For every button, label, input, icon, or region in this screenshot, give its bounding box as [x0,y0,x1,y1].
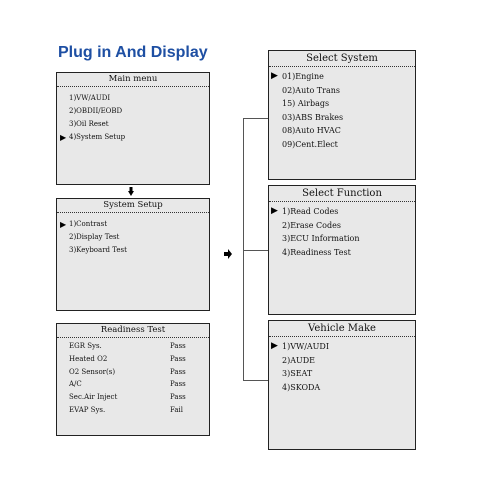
system-setup-item-keyboard-test[interactable]: 3)Keyboard Test [69,246,127,254]
readiness-test-title: Readiness Test [57,324,209,338]
select-function-item-ecu-information[interactable]: 3)ECU Information [282,234,360,243]
down-arrow-icon [128,187,134,196]
selection-arrow-icon: ▶ [60,220,67,229]
select-system-item-engine[interactable]: ▶01)Engine [271,70,415,84]
selection-arrow-icon: ▶ [271,71,278,81]
main-menu-item-oil-reset[interactable]: 3)Oil Reset [69,120,109,128]
page-heading: Plug in And Display [58,44,208,61]
bracket-connector-bottom [243,380,268,381]
readiness-row-egr: EGR Sys.Pass [69,342,186,350]
system-setup-screen: System Setup ▶1)Contrast 2)Display Test … [56,198,210,311]
bracket-connector-middle [243,250,268,251]
bracket-connector-top [243,118,268,119]
select-system-item-cent-elect[interactable]: 09)Cent.Elect [282,139,338,149]
main-menu-screen: Main menu 1)VW/AUDI 2)OBDII/EOBD 3)Oil R… [56,72,210,185]
main-menu-title: Main menu [57,73,209,87]
main-menu-item-system-setup[interactable]: ▶4)System Setup [60,133,126,142]
select-function-screen: Select Function ▶1)Read Codes 2)Erase Co… [268,185,416,315]
readiness-row-evap: EVAP Sys.Fail [69,405,184,414]
select-function-item-readiness-test[interactable]: 4)Readiness Test [282,247,351,257]
bracket-connector-vertical [243,118,244,380]
select-system-item-auto-hvac[interactable]: 08)Auto HVAC [282,126,341,135]
vehicle-make-screen: Vehicle Make ▶1)VW/AUDI 2)AUDE 3)SEAT 4)… [268,320,416,450]
main-menu-item-vw-audi[interactable]: 1)VW/AUDI [69,94,111,102]
readiness-row-o2-sensors: O2 Sensor(s)Pass [69,367,186,376]
select-function-title: Select Function [269,186,415,202]
vehicle-make-item-vw-audi[interactable]: ▶1)VW/AUDI [271,340,415,354]
select-system-item-abs-brakes[interactable]: 03)ABS Brakes [282,112,344,122]
right-arrow-icon [224,249,232,259]
select-function-item-erase-codes[interactable]: 2)Erase Codes [282,220,341,230]
select-function-item-read-codes[interactable]: ▶1)Read Codes [271,205,415,219]
selection-arrow-icon: ▶ [271,341,278,351]
vehicle-make-item-seat[interactable]: 3)SEAT [282,369,313,378]
vehicle-make-item-aude[interactable]: 2)AUDE [282,355,315,365]
main-menu-item-obdii-eobd[interactable]: 2)OBDII/EOBD [69,107,123,115]
select-system-item-airbags[interactable]: 15) Airbags [282,99,330,108]
system-setup-item-contrast[interactable]: ▶1)Contrast [60,220,108,229]
selection-arrow-icon: ▶ [60,133,67,142]
vehicle-make-title: Vehicle Make [269,321,415,337]
system-setup-item-display-test[interactable]: 2)Display Test [69,233,120,241]
vehicle-make-item-skoda[interactable]: 4)SKODA [282,382,321,392]
select-system-screen: Select System ▶01)Engine 02)Auto Trans 1… [268,50,416,180]
system-setup-title: System Setup [57,199,209,213]
selection-arrow-icon: ▶ [271,206,278,216]
select-system-item-auto-trans[interactable]: 02)Auto Trans [282,85,340,95]
select-system-title: Select System [269,51,415,67]
